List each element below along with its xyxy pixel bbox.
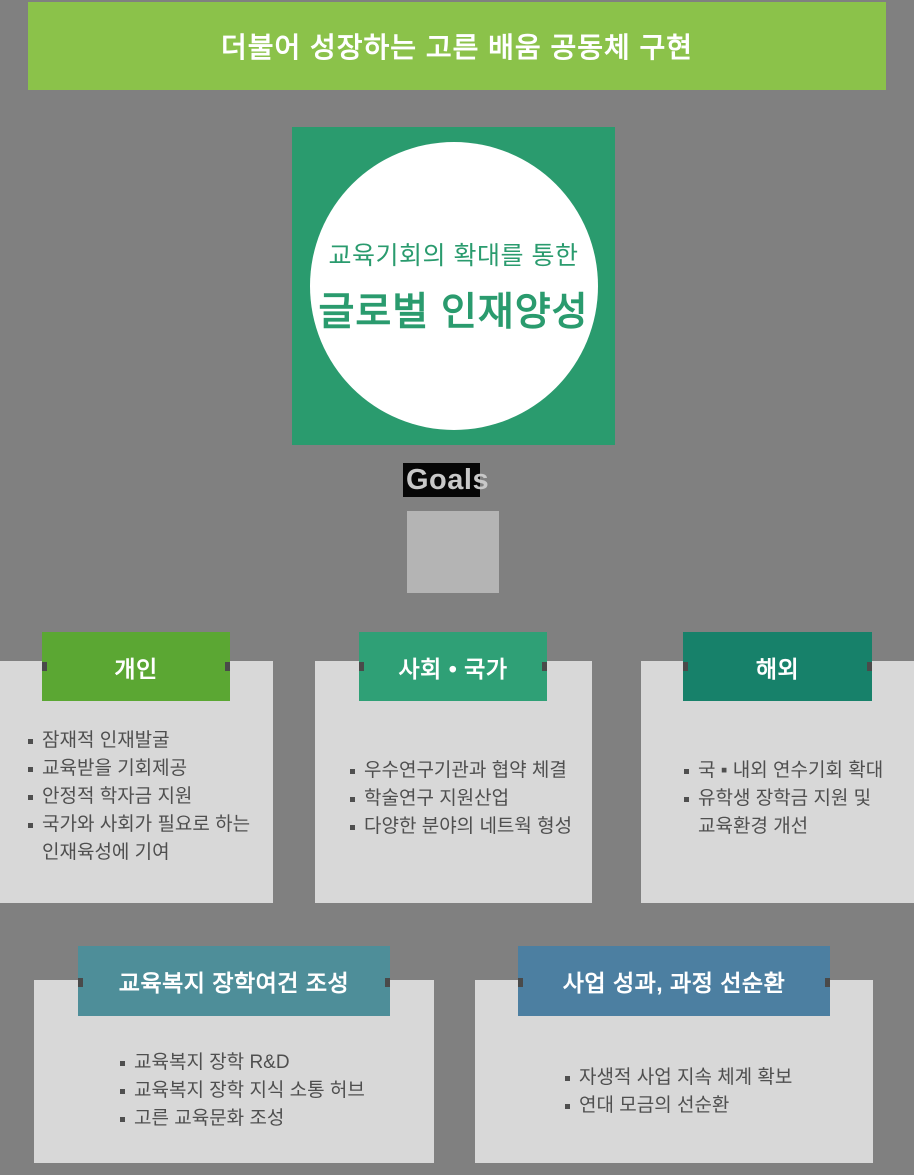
goal-title: 글로벌 인재양성: [318, 290, 589, 334]
column-panel-personal: [0, 661, 273, 903]
list-item: 다양한 분야의 네트웍 형성: [350, 813, 572, 841]
bullet-icon: [565, 1076, 570, 1081]
ribbon-fold-mark: [542, 662, 547, 671]
society-item-list: 우수연구기관과 협약 체결 학술연구 지원산업 다양한 분야의 네트웍 형성: [350, 757, 572, 841]
ribbon-fold-mark: [825, 978, 830, 987]
list-item: 국 ▪ 내외 연수기회 확대: [684, 757, 883, 785]
bullet-icon: [350, 825, 355, 830]
list-item: 우수연구기관과 협약 체결: [350, 757, 572, 785]
bullet-icon: [28, 795, 33, 800]
goals-connector-square: [407, 511, 499, 593]
list-item: 고른 교육문화 조성: [120, 1105, 365, 1133]
list-item: 잠재적 인재발굴: [28, 727, 250, 755]
column-panel-overseas: [641, 661, 914, 903]
bullet-icon: [684, 797, 689, 802]
ribbon-fold-mark: [518, 978, 523, 987]
list-item: 연대 모금의 선순환: [565, 1092, 792, 1120]
bullet-icon: [350, 797, 355, 802]
goal-subtitle: 교육기회의 확대를 통한: [328, 241, 579, 270]
bullet-icon: [28, 767, 33, 772]
bullet-icon: [28, 739, 33, 744]
ribbon-fold-mark: [78, 978, 83, 987]
ribbon-fold-mark: [42, 662, 47, 671]
goal-square: 교육기회의 확대를 통한 글로벌 인재양성: [292, 127, 615, 445]
bullet-icon: [120, 1089, 125, 1094]
personal-item-list: 잠재적 인재발굴 교육받을 기회제공 안정적 학자금 지원 국가와 사회가 필요…: [28, 727, 250, 867]
bullet-icon: [120, 1061, 125, 1066]
bullet-icon: [684, 769, 689, 774]
bullet-icon: [28, 823, 33, 828]
list-item: 국가와 사회가 필요로 하는 인재육성에 기여: [28, 811, 250, 867]
list-item: 교육받을 기회제공: [28, 755, 250, 783]
bottom-header-welfare: 교육복지 장학여건 조성: [78, 946, 390, 1016]
ribbon-fold-mark: [683, 662, 688, 671]
list-item: 유학생 장학금 지원 및 교육환경 개선: [684, 785, 883, 841]
list-item: 교육복지 장학 지식 소통 허브: [120, 1077, 365, 1105]
column-header-overseas: 해외: [683, 632, 872, 701]
list-item: 교육복지 장학 R&D: [120, 1049, 365, 1077]
goal-circle: 교육기회의 확대를 통한 글로벌 인재양성: [309, 142, 598, 430]
ribbon-fold-mark: [385, 978, 390, 987]
list-item: 학술연구 지원산업: [350, 785, 572, 813]
column-header-society: 사회 • 국가: [359, 632, 547, 701]
virtuous-cycle-item-list: 자생적 사업 지속 체계 확보 연대 모금의 선순환: [565, 1064, 792, 1120]
bullet-icon: [565, 1104, 570, 1109]
welfare-item-list: 교육복지 장학 R&D 교육복지 장학 지식 소통 허브 고른 교육문화 조성: [120, 1049, 365, 1133]
ribbon-fold-mark: [225, 662, 230, 671]
ribbon-fold-mark: [867, 662, 872, 671]
bullet-icon: [120, 1117, 125, 1122]
list-item: 안정적 학자금 지원: [28, 783, 250, 811]
list-item: 자생적 사업 지속 체계 확보: [565, 1064, 792, 1092]
top-banner: 더불어 성장하는 고른 배움 공동체 구현: [28, 2, 886, 90]
column-panel-society: [315, 661, 592, 903]
overseas-item-list: 국 ▪ 내외 연수기회 확대 유학생 장학금 지원 및 교육환경 개선: [684, 757, 883, 841]
goals-label: Goals: [406, 464, 490, 496]
bullet-icon: [350, 769, 355, 774]
column-header-personal: 개인: [42, 632, 230, 701]
ribbon-fold-mark: [359, 662, 364, 671]
goals-label-highlight: [403, 463, 480, 497]
bottom-header-virtuous-cycle: 사업 성과, 과정 선순환: [518, 946, 830, 1016]
